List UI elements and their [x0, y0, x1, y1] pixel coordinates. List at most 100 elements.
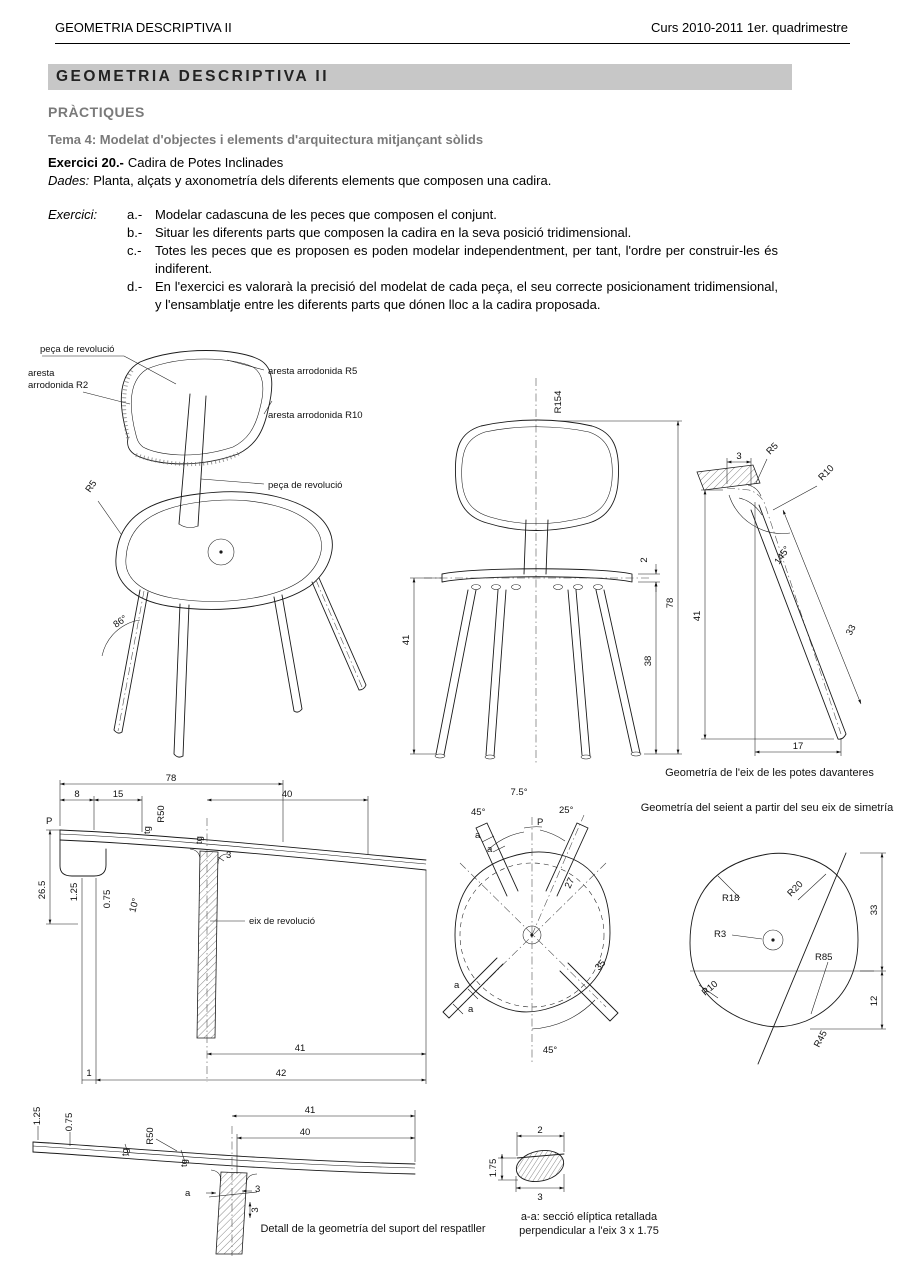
exercise-title-line: Exercici 20.-Cadira de Potes Inclinades	[48, 155, 283, 170]
plan-label-p: P	[537, 817, 543, 828]
section-geometry	[59, 818, 427, 1082]
item-marker: a.-	[127, 207, 143, 222]
item-text: Modelar cadascuna de les peces que compo…	[155, 207, 497, 222]
axo-label-peca-revolucio-mid: peça de revolució	[268, 480, 342, 491]
detail-dim-r50: R50	[145, 1127, 156, 1144]
front-dimensions: R154 78 2 38 41	[401, 391, 682, 755]
section-dim-26-5: 26.5	[37, 881, 48, 900]
drawing-plan-view: 7.5° 45° 25° P a a a a 27 35 45°	[442, 787, 619, 1063]
section-dim-tg-2: tg	[194, 836, 205, 844]
detail-dim-tg-2: tg	[179, 1159, 190, 1167]
dades-label: Dades:	[48, 173, 90, 188]
plan-marker-a-3: a	[454, 980, 460, 991]
axo-label-aresta-r5: aresta arrodonida R5	[268, 366, 357, 377]
leg-dim-r10: R10	[816, 463, 836, 483]
plan-marker-a-1: a	[475, 830, 481, 841]
section-dim-78: 78	[166, 773, 177, 784]
caption-support-detail: Detall de la geometría del suport del re…	[260, 1223, 486, 1235]
section-dim-8: 8	[74, 789, 79, 800]
seatgeo-dim-r10: R10	[700, 979, 720, 999]
section-dim-40: 40	[282, 789, 293, 800]
drawing-front-leg-geometry: 3 R5 R10 145° 41 33 17	[692, 441, 862, 756]
exercise-item-b: b.- Situar les diferents parts que compo…	[127, 224, 778, 242]
ellipse-dimensions: 2 1.75 3	[488, 1125, 565, 1203]
section-dim-r50: R50	[156, 805, 167, 822]
axo-dim-86deg: 86°	[111, 613, 129, 630]
seat-geo-labels: R18 R20 R3 R85 R10 R45 33 12	[700, 879, 880, 1049]
drawing-section-view: 78 8 15 40 P R50 tg tg 3 10° 26.5 1.25 0…	[37, 773, 427, 1084]
drawing-axonometric-chair: peça de revolució aresta arrodonida R2 a…	[28, 344, 367, 758]
item-marker: c.-	[127, 243, 142, 258]
detail-geometry	[32, 1126, 416, 1256]
axo-label-aresta-r10: aresta arrodonida R10	[268, 410, 363, 421]
leg-dim-33: 33	[844, 623, 859, 638]
section-dim-tg-1: tg	[142, 826, 153, 834]
exercise-item-a: a.- Modelar cadascuna de les peces que c…	[127, 206, 778, 224]
ellipse-dim-3: 3	[537, 1192, 542, 1203]
axo-dim-r5: R5	[83, 478, 99, 494]
detail-dim-tg-1: tg	[120, 1148, 131, 1156]
exercise-item-c: c.- Totes les peces que es proposen es p…	[127, 242, 778, 278]
caption-ellipse-section: a-a: secció elíptica retallada perpendic…	[490, 1210, 688, 1238]
front-dim-38: 38	[643, 656, 654, 667]
front-dim-r154: R154	[553, 391, 564, 414]
axo-label-peca-revolucio-top: peça de revolució	[40, 344, 114, 355]
plan-marker-a-2: a	[487, 844, 493, 855]
exercise-name: Cadira de Potes Inclinades	[127, 155, 284, 170]
front-geometry	[424, 378, 650, 764]
detail-dim-3-height: 3	[250, 1207, 261, 1212]
axo-label-aresta-r2-line1: aresta	[28, 368, 55, 379]
plan-dim-45deg-top: 45°	[471, 807, 486, 818]
front-dim-78: 78	[665, 598, 676, 609]
plan-dim-45deg-bottom: 45°	[543, 1045, 558, 1056]
detail-dim-0-75: 0.75	[64, 1113, 75, 1132]
leg-dim-3: 3	[736, 451, 741, 462]
caption-front-legs: Geometría de l'eix de les potes davanter…	[665, 767, 874, 779]
plan-geometry	[442, 814, 619, 1063]
seatgeo-dim-33: 33	[869, 905, 880, 916]
item-marker: b.-	[127, 225, 143, 240]
caption-ellipse-line1: a-a: secció elíptica retallada	[520, 1211, 658, 1223]
item-marker: d.-	[127, 279, 143, 294]
section-dim-42: 42	[276, 1068, 287, 1079]
seatgeo-dim-r45: R45	[812, 1029, 830, 1050]
axo-geometry	[42, 350, 367, 758]
drawing-elliptical-section: 2 1.75 3	[488, 1125, 565, 1203]
section-dim-0-75: 0.75	[102, 890, 113, 909]
leg-dim-17: 17	[793, 741, 804, 752]
drawing-support-detail: 41 40 1.25 0.75 tg R50 tg a 3 3	[32, 1105, 416, 1256]
ellipse-geometry	[515, 1150, 565, 1182]
header-rule	[55, 43, 850, 44]
plan-dim-7-5deg: 7.5°	[510, 787, 527, 798]
item-text: Situar les diferents parts que composen …	[155, 225, 632, 240]
plan-labels: 7.5° 45° 25° P a a a a 27 35 45°	[454, 787, 608, 1056]
section-dimensions: 78 8 15 40 P R50 tg tg 3 10° 26.5 1.25 0…	[37, 773, 427, 1084]
drawing-front-elevation: R154 78 2 38 41	[401, 378, 682, 764]
exercise-item-d: d.- En l'exercici es valorarà la precisi…	[127, 278, 778, 314]
detail-dim-1-25: 1.25	[32, 1107, 43, 1126]
tema-heading: Tema 4: Modelat d'objectes i elements d'…	[48, 132, 484, 147]
section-dim-1-25: 1.25	[69, 883, 80, 902]
axo-label-aresta-r2-line2: arrodonida R2	[28, 380, 88, 391]
title-bar: GEOMETRIA DESCRIPTIVA II	[48, 64, 792, 90]
seatgeo-dim-r3: R3	[714, 929, 726, 940]
caption-ellipse-line2: perpendicular a l'eix 3 x 1.75	[519, 1225, 659, 1237]
dades-text: Planta, alçats y axonometría dels difere…	[93, 173, 552, 188]
front-dim-2: 2	[639, 557, 650, 562]
item-text: Totes les peces que es proposen es poden…	[155, 243, 778, 276]
leg-geometry	[696, 464, 847, 740]
leg-dim-r5: R5	[764, 441, 780, 457]
ellipse-dim-1-75: 1.75	[488, 1159, 499, 1178]
exercise-list: Exercici: a.- Modelar cadascuna de les p…	[48, 206, 778, 314]
item-text: En l'exercici es valorarà la precisió de…	[155, 279, 778, 312]
plan-marker-a-4: a	[468, 1004, 474, 1015]
detail-dimensions: 41 40 1.25 0.75 tg R50 tg a 3 3	[32, 1105, 416, 1218]
plan-dim-27: 27	[563, 876, 577, 890]
axo-labels: peça de revolució aresta arrodonida R2 a…	[28, 344, 363, 630]
seatgeo-dim-12: 12	[869, 996, 880, 1007]
detail-dim-40: 40	[300, 1127, 311, 1138]
detail-dim-41: 41	[305, 1105, 316, 1116]
seatgeo-dim-r18: R18	[722, 893, 739, 904]
drawing-seat-geometry: R18 R20 R3 R85 R10 R45 33 12	[689, 852, 886, 1065]
